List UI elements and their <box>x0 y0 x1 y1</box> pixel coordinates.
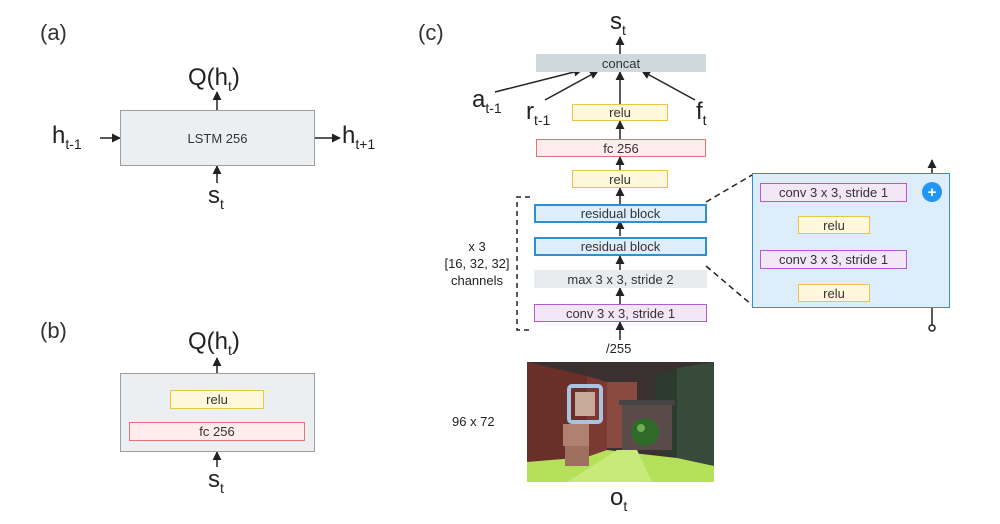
panel-b-q-output: Q(ht) <box>188 328 240 358</box>
reward-input: rt-1 <box>526 98 551 128</box>
action-input: at-1 <box>472 86 502 116</box>
residual-block-2: residual block <box>534 237 707 256</box>
panel-a-label: (a) <box>40 20 67 45</box>
relu-top-box: relu <box>572 104 668 121</box>
residual-conv-top: conv 3 x 3, stride 1 <box>760 183 907 202</box>
panel-b-s-input: st <box>208 466 224 496</box>
lstm-box: LSTM 256 <box>120 110 315 166</box>
panel-b-fc: fc 256 <box>129 422 305 441</box>
residual-conv-bottom: conv 3 x 3, stride 1 <box>760 250 907 269</box>
concat-box: concat <box>536 54 706 72</box>
panel-a-h-prev: ht-1 <box>52 122 82 152</box>
panel-a-q-output: Q(ht) <box>188 64 240 94</box>
panel-c-s-output: st <box>610 8 626 38</box>
residual-block-1: residual block <box>534 204 707 223</box>
panel-b-label: (b) <box>40 318 67 343</box>
panel-a-s-input: st <box>208 182 224 212</box>
scale-label: /255 <box>606 341 632 356</box>
repeat-note: x 3 [16, 32, 32] channels <box>444 239 510 288</box>
conv-box: conv 3 x 3, stride 1 <box>534 304 707 322</box>
residual-relu-bottom: relu <box>798 284 870 302</box>
relu-mid-box: relu <box>572 170 668 188</box>
observation-image <box>527 362 714 482</box>
panel-a-h-next: ht+1 <box>342 122 376 152</box>
panel-c-label: (c) <box>418 20 444 45</box>
feature-input: ft <box>696 98 707 128</box>
residual-relu-top: relu <box>798 216 870 234</box>
fc-box: fc 256 <box>536 139 706 157</box>
panel-b-relu: relu <box>170 390 264 409</box>
maxpool-box: max 3 x 3, stride 2 <box>534 270 707 288</box>
obs-size-label: 96 x 72 <box>452 414 495 429</box>
obs-label: ot <box>610 484 628 514</box>
residual-add-icon: + <box>922 182 942 202</box>
